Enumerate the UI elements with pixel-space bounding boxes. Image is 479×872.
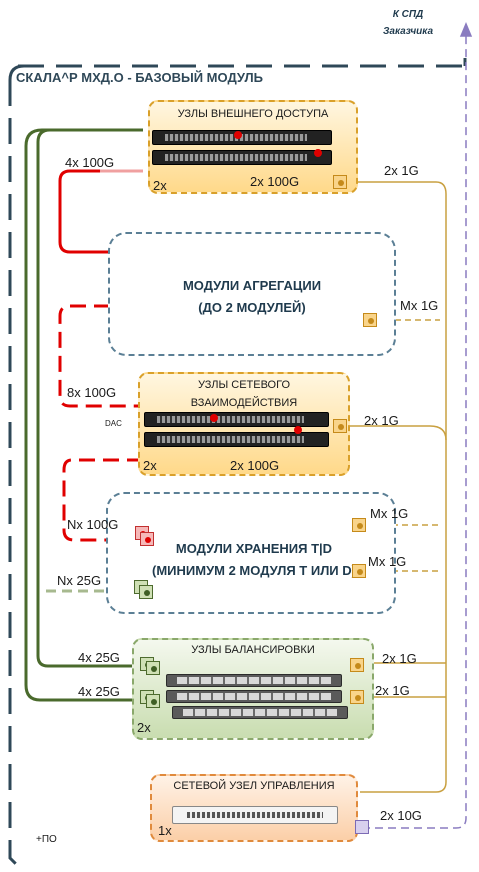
balancing-count: 2x: [137, 720, 151, 735]
balancing-link-label-2: 4x 25G: [78, 684, 120, 699]
aggregation-mgmt-label: Mx 1G: [400, 298, 439, 313]
network-port-dot-2: [294, 426, 302, 434]
management-uplink-port: [355, 820, 369, 834]
storage-100g-port: [140, 532, 154, 546]
network-nodes-title: УЗЛЫ СЕТЕВОГО ВЗАИМОДЕЙСТВИЯ: [138, 376, 350, 412]
access-switch-2: [152, 150, 332, 165]
management-switch: [172, 806, 338, 824]
access-nodes-count: 2x: [153, 178, 167, 193]
base-module-frame-corner: [8, 64, 25, 81]
network-mgmt-label: 2x 1G: [364, 413, 399, 428]
balancing-server-3: [172, 706, 348, 719]
base-module-frame: [8, 58, 467, 868]
access-internal-link-label: 2x 100G: [250, 174, 300, 189]
balancing-server-2: [166, 690, 342, 703]
network-dac-label: DAC: [105, 419, 122, 428]
access-mgmt-port: [333, 175, 347, 189]
balancing-mgmt-port-2: [350, 690, 364, 704]
balancing-port-1: [146, 661, 160, 675]
customer-network-label: К СПД Заказчика: [378, 6, 438, 40]
customer-uplink: [362, 22, 473, 829]
software-label: +ПО: [36, 834, 57, 845]
storage-25g-port: [139, 585, 153, 599]
aggregation-mgmt-port: [363, 313, 377, 327]
balancing-server-1: [166, 674, 342, 687]
storage-line1: МОДУЛИ ХРАНЕНИЯ T|D: [175, 541, 333, 556]
network-switch-1: [144, 412, 329, 427]
management-node-count: 1x: [158, 823, 172, 838]
access-nodes-title: УЗЛЫ ВНЕШНЕГО ДОСТУПА: [177, 108, 329, 120]
access-uplink-label: 4x 100G: [65, 155, 115, 170]
network-uplink-label: 8x 100G: [67, 385, 117, 400]
aggregation-box: [108, 232, 396, 356]
balancing-link-label-1: 4x 25G: [78, 650, 120, 665]
storage-mgmt-port-2: [352, 564, 366, 578]
balancing-mgmt-label-2: 2x 1G: [375, 683, 410, 698]
access-nodes-box: [148, 100, 358, 194]
network-nodes-line1: УЗЛЫ СЕТЕВОГО: [197, 379, 291, 391]
storage-25g-label: Nx 25G: [57, 573, 102, 588]
storage-100g-label: Nx 100G: [67, 517, 119, 532]
storage-box: [106, 492, 396, 614]
access-port-dot-1: [234, 131, 242, 139]
network-nodes-count: 2x: [143, 458, 157, 473]
network-switch-2: [144, 432, 329, 447]
storage-mgmt-label-2: Mx 1G: [368, 554, 407, 569]
access-mgmt-label: 2x 1G: [384, 163, 419, 178]
balancing-mgmt-label-1: 2x 1G: [382, 651, 417, 666]
balancing-title: УЗЛЫ БАЛАНСИРОВКИ: [191, 644, 315, 656]
aggregation-title: МОДУЛИ АГРЕГАЦИИ (ДО 2 МОДУЛЕЙ): [108, 275, 396, 319]
access-switch-1: [152, 130, 332, 145]
aggregation-line2: (ДО 2 МОДУЛЕЙ): [198, 300, 306, 315]
access-port-dot-2: [314, 149, 322, 157]
management-uplink-label: 2x 10G: [380, 808, 422, 823]
balancing-box: [132, 638, 374, 740]
green-links: [24, 128, 143, 702]
storage-line2: (МИНИМУМ 2 МОДУЛЯ T ИЛИ D): [152, 563, 356, 578]
storage-mgmt-port-1: [352, 518, 366, 532]
network-nodes-line2: ВЗАИМОДЕЙСТВИЯ: [190, 397, 298, 409]
network-internal-link-label: 2x 100G: [230, 458, 280, 473]
base-module-title: СКАЛА^Р МХД.О - БАЗОВЫЙ МОДУЛЬ: [16, 70, 263, 85]
customer-line1: К СПД: [392, 9, 424, 20]
network-mgmt-port: [333, 419, 347, 433]
network-port-dot-1: [210, 414, 218, 422]
customer-line2: Заказчика: [382, 26, 434, 37]
management-node-title: СЕТЕВОЙ УЗЕЛ УПРАВЛЕНИЯ: [173, 780, 335, 792]
balancing-port-2: [146, 694, 160, 708]
balancing-mgmt-port-1: [350, 658, 364, 672]
storage-title: МОДУЛИ ХРАНЕНИЯ T|D (МИНИМУМ 2 МОДУЛЯ T …: [134, 538, 374, 582]
aggregation-line1: МОДУЛИ АГРЕГАЦИИ: [182, 278, 322, 293]
storage-mgmt-label-1: Mx 1G: [370, 506, 409, 521]
